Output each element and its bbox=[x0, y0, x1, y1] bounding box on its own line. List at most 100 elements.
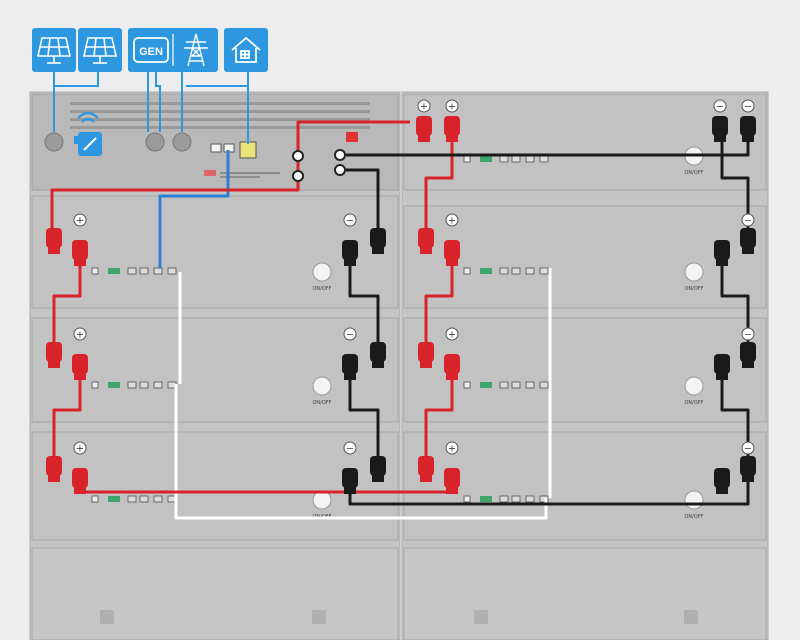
terminal-symbol: − bbox=[744, 330, 752, 341]
battery-port-panel bbox=[463, 155, 549, 163]
plus-symbol: + bbox=[445, 99, 459, 113]
inverter-terminal-block bbox=[239, 141, 257, 159]
pos-cable-l1-l2 bbox=[52, 246, 82, 346]
pos-cable-r3-r4 bbox=[424, 360, 454, 460]
on-off-label: ON/OFF bbox=[684, 514, 703, 520]
negative-terminal bbox=[712, 116, 728, 142]
plus-symbol: + bbox=[445, 213, 459, 227]
on-off-button[interactable]: ON/OFF bbox=[684, 146, 704, 176]
battery-port-panel bbox=[91, 381, 177, 389]
positive-terminal bbox=[72, 468, 88, 494]
battery-module-right-3 bbox=[403, 317, 767, 423]
terminal-symbol: − bbox=[346, 330, 354, 341]
terminal-symbol: + bbox=[448, 444, 456, 455]
on-off-button[interactable]: ON/OFF bbox=[312, 490, 332, 520]
positive-terminal bbox=[444, 240, 460, 266]
plus-symbol: + bbox=[445, 441, 459, 455]
inverter-vents bbox=[70, 102, 370, 129]
minus-symbol: − bbox=[343, 441, 357, 455]
right-cabinet bbox=[346, 91, 769, 640]
plus-symbol: + bbox=[417, 99, 431, 113]
battery-port-panel bbox=[463, 381, 549, 389]
positive-terminal bbox=[418, 342, 434, 368]
inverter-port-gen bbox=[145, 132, 165, 152]
on-off-label: ON/OFF bbox=[684, 400, 703, 406]
minus-symbol: − bbox=[741, 327, 755, 341]
terminal-symbol: + bbox=[76, 444, 84, 455]
terminal-symbol: + bbox=[448, 102, 456, 113]
on-off-label: ON/OFF bbox=[684, 286, 703, 292]
terminal-symbol: + bbox=[420, 102, 428, 113]
terminal-symbol: − bbox=[716, 102, 724, 113]
plus-symbol: + bbox=[73, 327, 87, 341]
battery-module-left-1 bbox=[31, 195, 399, 309]
positive-terminal bbox=[46, 228, 62, 254]
negative-terminal bbox=[740, 342, 756, 368]
negative-terminal bbox=[740, 116, 756, 142]
negative-terminal bbox=[740, 456, 756, 482]
house-icon bbox=[224, 28, 268, 72]
neg-cable-r3-r4 bbox=[720, 360, 750, 460]
grid-tower-icon bbox=[184, 33, 208, 67]
generator-label: GEN bbox=[139, 46, 163, 58]
positive-terminal bbox=[46, 456, 62, 482]
positive-terminal bbox=[418, 228, 434, 254]
minus-symbol: − bbox=[741, 213, 755, 227]
battery-port-panel bbox=[91, 495, 177, 503]
on-off-button[interactable]: ON/OFF bbox=[312, 376, 332, 406]
dc-bus-fuse bbox=[346, 132, 358, 142]
pos-cable-l2-l3 bbox=[52, 360, 82, 460]
terminal-symbol: + bbox=[448, 216, 456, 227]
terminal-symbol: − bbox=[744, 216, 752, 227]
neg-cable-l1-l2 bbox=[348, 246, 380, 346]
minus-symbol: − bbox=[343, 327, 357, 341]
terminal-symbol: + bbox=[76, 330, 84, 341]
signal-cable-blue bbox=[158, 150, 230, 268]
positive-terminal bbox=[444, 116, 460, 142]
plus-symbol: + bbox=[445, 327, 459, 341]
positive-terminal bbox=[72, 354, 88, 380]
negative-terminal bbox=[370, 456, 386, 482]
neg-cable-r2-r3 bbox=[720, 246, 750, 346]
negative-terminal bbox=[342, 354, 358, 380]
battery-port-panel bbox=[91, 267, 177, 275]
terminal-symbol: − bbox=[744, 444, 752, 455]
on-off-label: ON/OFF bbox=[312, 286, 331, 292]
minus-symbol: − bbox=[713, 99, 727, 113]
on-off-label: ON/OFF bbox=[312, 400, 331, 406]
negative-terminal bbox=[342, 240, 358, 266]
left-cabinet bbox=[29, 91, 401, 640]
positive-terminal bbox=[444, 468, 460, 494]
bus-fuses bbox=[292, 149, 346, 182]
inverter-comm-port-1 bbox=[210, 143, 222, 153]
on-off-button[interactable]: ON/OFF bbox=[312, 262, 332, 292]
negative-terminal bbox=[714, 468, 730, 494]
minus-symbol: − bbox=[343, 213, 357, 227]
cabinet-base-right bbox=[403, 547, 767, 640]
battery-port-panel bbox=[463, 495, 549, 503]
comm-cable-bridge bbox=[174, 498, 548, 520]
on-off-button[interactable]: ON/OFF bbox=[684, 262, 704, 292]
source-lines bbox=[53, 70, 249, 144]
negative-terminal bbox=[714, 354, 730, 380]
battery-module-right-2 bbox=[403, 205, 767, 309]
negative-terminal bbox=[370, 342, 386, 368]
inverter-breaker bbox=[204, 170, 216, 176]
terminal-symbol: + bbox=[76, 216, 84, 227]
pos-cable-main bbox=[50, 120, 410, 232]
on-off-label: ON/OFF bbox=[684, 170, 703, 176]
battery-module-right-1 bbox=[403, 93, 767, 191]
battery-port-panel bbox=[463, 267, 549, 275]
inverter-port-grid bbox=[172, 132, 192, 152]
neg-cable-r1-r2 bbox=[720, 128, 750, 232]
on-off-button[interactable]: ON/OFF bbox=[684, 376, 704, 406]
battery-module-left-3 bbox=[31, 431, 399, 541]
battery-module-left-2 bbox=[31, 317, 399, 423]
terminal-symbol: + bbox=[448, 330, 456, 341]
neg-cable-main-left bbox=[346, 168, 380, 232]
source-icons: GEN bbox=[32, 28, 268, 72]
wifi-dongle-icon bbox=[74, 111, 102, 156]
negative-terminal bbox=[714, 240, 730, 266]
